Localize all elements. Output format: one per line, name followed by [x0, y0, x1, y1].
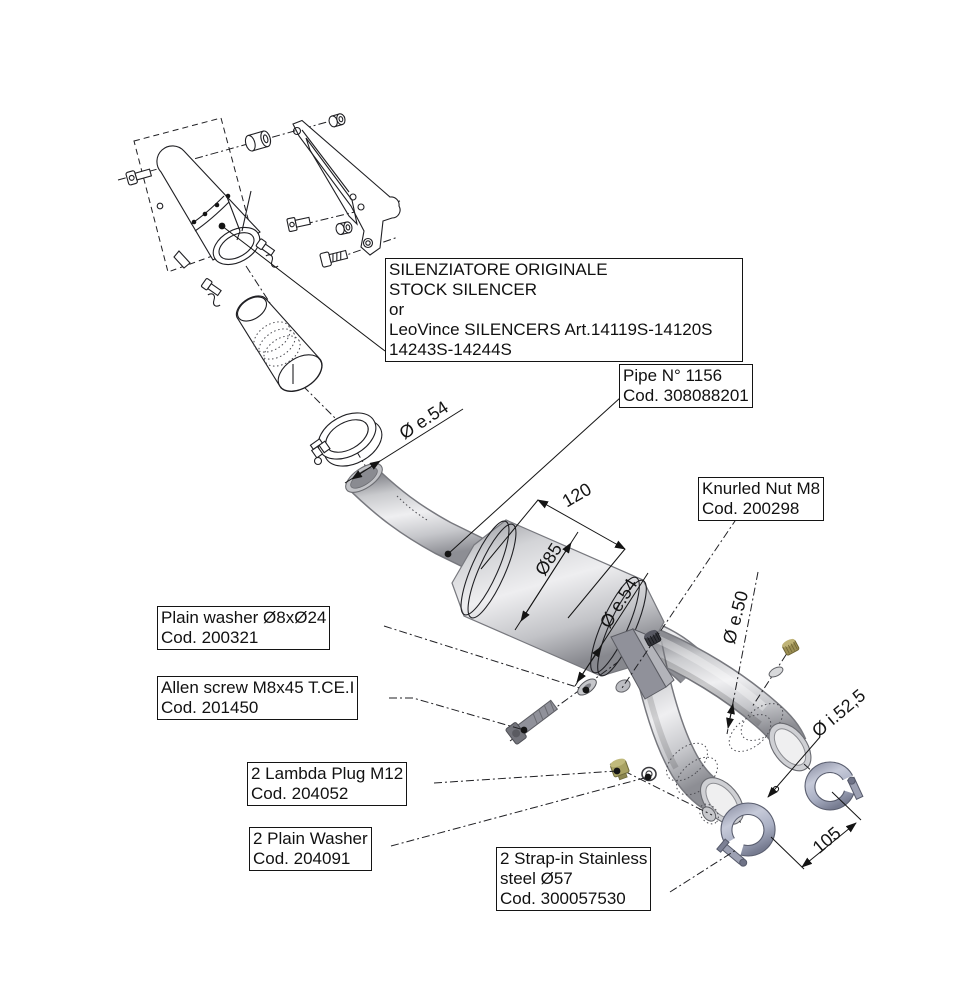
- strap-clamp-upper: [804, 761, 864, 811]
- self-tap-screw-icon: [255, 238, 276, 257]
- leader-lines: [218, 222, 737, 893]
- hanger-bracket-plate: [292, 119, 401, 256]
- label-line: Cod. 204091: [253, 849, 351, 868]
- title-line: 14243S-14244S: [389, 340, 512, 359]
- dimension-lines: [344, 408, 862, 870]
- washer-small: [768, 666, 784, 678]
- label-line: 2 Lambda Plug M12: [251, 764, 404, 783]
- nut-icon: [328, 113, 346, 128]
- bracket-bolt-icon: [319, 249, 349, 268]
- label-line: Cod. 200298: [702, 499, 800, 518]
- label-line: Cod. 308088201: [623, 386, 749, 405]
- allen-screw-part: [505, 699, 559, 745]
- label-allen-screw: Allen screw M8x45 T.CE.I Cod. 201450: [157, 676, 359, 720]
- label-line: Allen screw M8x45 T.CE.I: [161, 678, 355, 697]
- label-line: Cod. 300057530: [500, 889, 626, 908]
- label-strap-in: 2 Strap-in Stainless steel Ø57 Cod. 3000…: [496, 847, 652, 911]
- knurled-nut-brass: [782, 638, 800, 656]
- label-lambda-plug: 2 Lambda Plug M12 Cod. 204052: [247, 762, 408, 806]
- label-line: 2 Strap-in Stainless: [500, 849, 648, 868]
- title-line: STOCK SILENCER: [389, 280, 538, 299]
- label-plain-washer: Plain washer Ø8xØ24 Cod. 200321: [157, 606, 331, 650]
- strap-clamp-lower: [712, 802, 776, 870]
- bracket-bolt-icon: [286, 216, 311, 233]
- silencer-end-cap: [156, 145, 261, 269]
- sleeve-clamp: [309, 412, 383, 467]
- inlet-sleeve: [235, 295, 323, 392]
- label-line: Cod. 201450: [161, 698, 259, 717]
- knurled-nut-dark: [644, 629, 662, 647]
- label-line: Cod. 200321: [161, 628, 259, 647]
- label-pipe: Pipe N° 1156 Cod. 308088201: [619, 364, 753, 408]
- spacer-bushing-icon: [244, 130, 272, 152]
- label-line: Knurled Nut M8: [702, 479, 821, 498]
- title-box: SILENZIATORE ORIGINALE STOCK SILENCER or…: [385, 258, 743, 362]
- self-tap-screw-icon: [201, 278, 222, 297]
- lambda-port: [701, 806, 717, 822]
- mounting-bolt-icon: [125, 168, 153, 186]
- label-line: 2 Plain Washer: [253, 829, 368, 848]
- label-line: Cod. 204052: [251, 784, 349, 803]
- label-line: Pipe N° 1156: [623, 366, 723, 385]
- spring-clip-icon: [207, 293, 221, 307]
- label-plain-washer-2: 2 Plain Washer Cod. 204091: [249, 827, 372, 871]
- label-knurled-nut: Knurled Nut M8 Cod. 200298: [698, 477, 825, 521]
- title-line: or: [389, 300, 405, 319]
- title-line: SILENZIATORE ORIGINALE: [389, 260, 608, 279]
- spring-clip-icon: [265, 254, 279, 268]
- pipe-inlet-tube: [345, 463, 500, 579]
- label-line: steel Ø57: [500, 869, 573, 888]
- nut-icon: [335, 221, 353, 236]
- lambda-plug-part: [610, 758, 630, 781]
- label-line: Plain washer Ø8xØ24: [161, 608, 327, 627]
- title-line: LeoVince SILENCERS Art.14119S-14120S: [389, 320, 713, 339]
